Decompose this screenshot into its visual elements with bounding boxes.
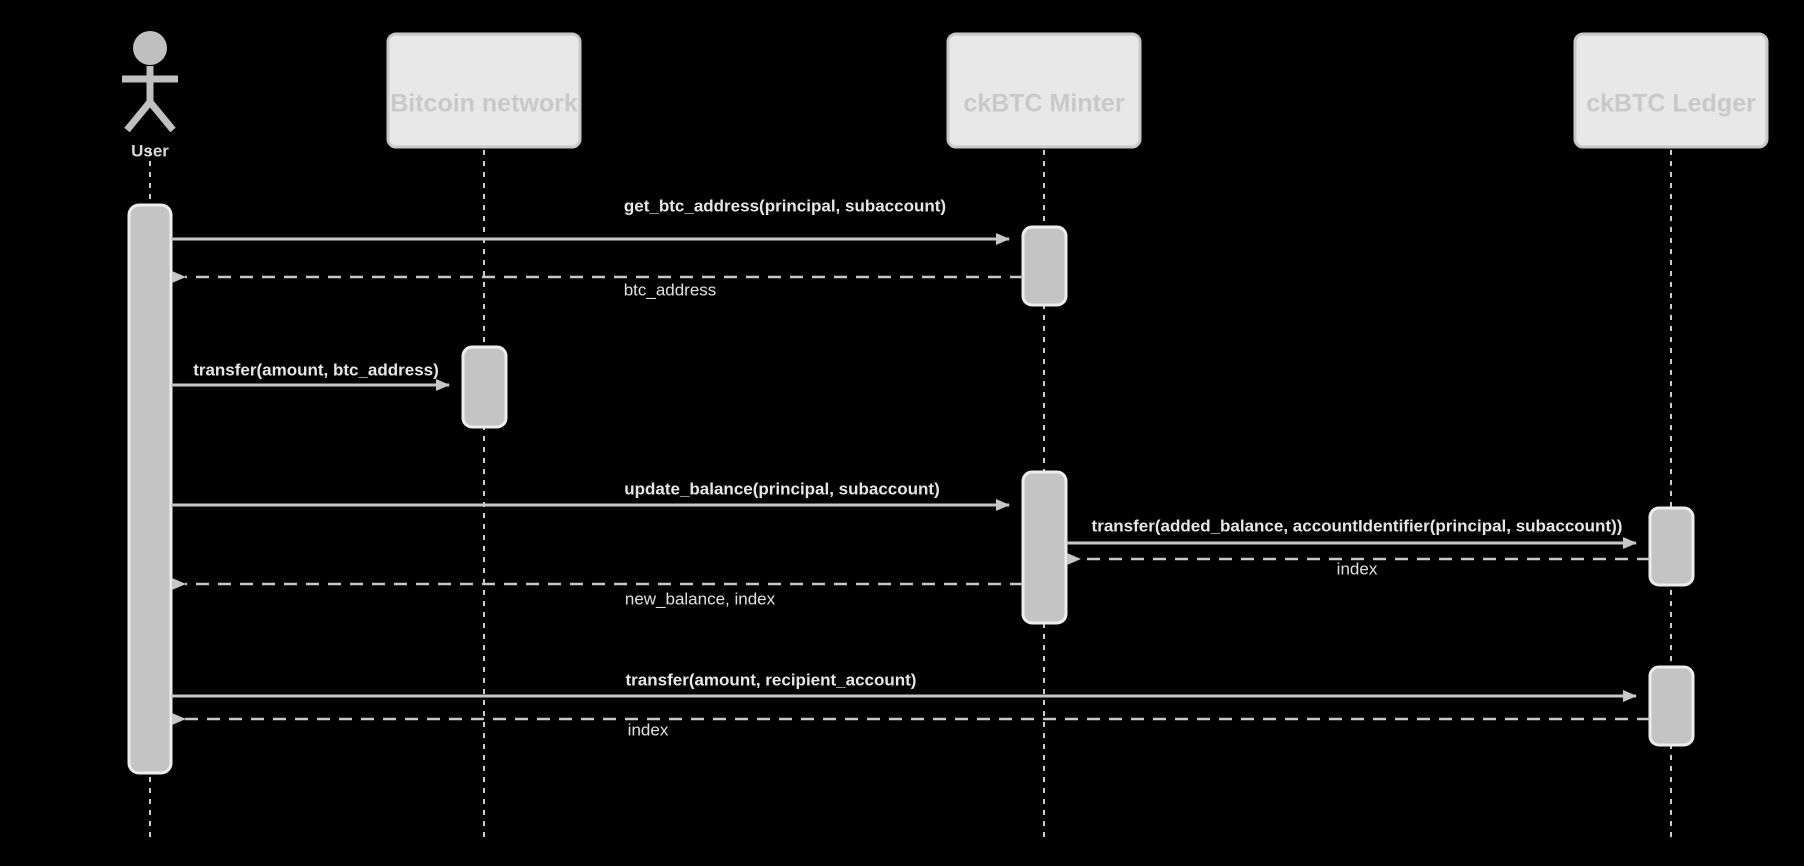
participant-label-ledger: ckBTC Ledger — [1586, 90, 1756, 118]
message-btc-address-reply[interactable]: btc_address — [172, 271, 1023, 299]
activation-bars — [127, 203, 1695, 775]
activation-bar-ledger-2 — [1648, 665, 1695, 747]
activation-bar-minter-2 — [1021, 470, 1068, 625]
actor-head-icon — [133, 31, 167, 65]
participant-label-user: User — [131, 141, 169, 160]
participant-box-bitcoin[interactable] — [386, 32, 582, 149]
activation-bar-minter-1 — [1021, 225, 1068, 307]
activation-bar-ledger-1 — [1648, 506, 1695, 587]
message-get-btc-address[interactable]: get_btc_address(principal, subaccount) — [171, 196, 1010, 245]
message-label-6: index — [1337, 559, 1378, 578]
participant-ledger[interactable]: ckBTC Ledger — [1573, 32, 1769, 149]
message-label-4: update_balance(principal, subaccount) — [624, 479, 940, 498]
message-transfer-added-balance[interactable]: transfer(added_balance, accountIdentifie… — [1066, 516, 1637, 549]
message-label-8: transfer(amount, recipient_account) — [626, 670, 917, 689]
message-transfer-btc[interactable]: transfer(amount, btc_address) — [171, 360, 450, 391]
actor-leg-left-icon — [124, 99, 153, 133]
participant-box-ledger[interactable] — [1573, 32, 1769, 149]
participant-label-bitcoin: Bitcoin network — [390, 90, 578, 118]
message-label-2: btc_address — [624, 280, 717, 299]
message-label-1: get_btc_address(principal, subaccount) — [624, 196, 946, 215]
participant-minter[interactable]: ckBTC Minter — [946, 32, 1142, 149]
message-index-to-user[interactable]: index — [172, 713, 1650, 739]
participant-box-minter[interactable] — [946, 32, 1142, 149]
participant-label-minter: ckBTC Minter — [963, 90, 1124, 118]
message-label-7: new_balance, index — [625, 589, 776, 608]
participant-bitcoin[interactable]: Bitcoin network — [386, 32, 582, 149]
message-update-balance[interactable]: update_balance(principal, subaccount) — [171, 479, 1010, 511]
message-index-to-minter[interactable]: index — [1067, 553, 1650, 578]
participant-user[interactable]: User — [122, 31, 178, 160]
activation-bar-bitcoin-1 — [461, 345, 508, 429]
message-label-5: transfer(added_balance, accountIdentifie… — [1092, 516, 1623, 535]
message-label-9: index — [628, 720, 669, 739]
message-new-balance-index[interactable]: new_balance, index — [172, 578, 1023, 608]
activation-bar-user — [127, 203, 173, 775]
actor-leg-right-icon — [147, 99, 176, 133]
message-transfer-recipient[interactable]: transfer(amount, recipient_account) — [171, 670, 1637, 702]
message-label-3: transfer(amount, btc_address) — [193, 360, 439, 379]
